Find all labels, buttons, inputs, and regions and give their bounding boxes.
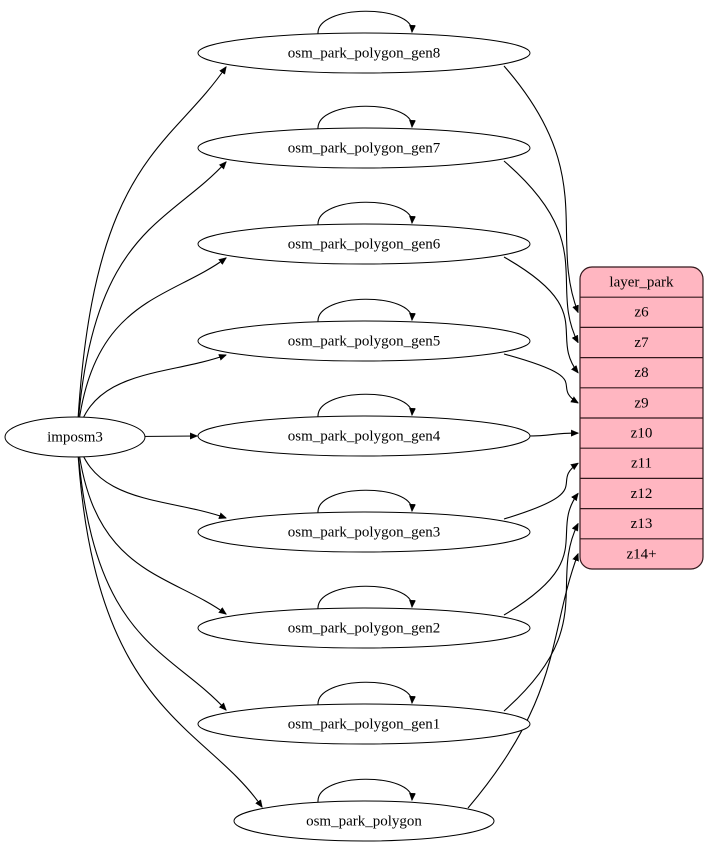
table-row-z10[interactable]: z10 xyxy=(631,426,653,442)
edge-imposm3-to-base xyxy=(76,436,262,807)
node-gen6-label: osm_park_polygon_gen6 xyxy=(288,236,441,252)
edge-gen1-to-z13 xyxy=(503,524,578,712)
node-gen8-shape[interactable] xyxy=(197,32,531,74)
edge-imposm3-to-gen5 xyxy=(76,355,226,438)
self-loop-gen1 xyxy=(317,681,412,706)
self-loop-base xyxy=(317,778,412,803)
self-loop-gen3 xyxy=(317,489,412,514)
node-gen7-label: osm_park_polygon_gen7 xyxy=(288,140,441,156)
edge-imposm3-to-gen6 xyxy=(76,258,226,438)
edge-gen2-to-z12 xyxy=(503,494,578,616)
node-gen3-shape[interactable] xyxy=(197,511,531,553)
self-loop-edges xyxy=(317,10,412,803)
layer-park-table: layer_park z6 z7 z8 z9 z10 z11 z12 z13 z14+ xyxy=(579,266,704,570)
table-header-label: layer_park xyxy=(609,275,674,291)
edge-gen3-to-z11 xyxy=(503,463,578,520)
node-gen7-shape[interactable] xyxy=(197,127,531,169)
edge-imposm3-to-gen1 xyxy=(76,436,226,710)
self-loop-gen5 xyxy=(317,298,412,323)
node-gen5-label: osm_park_polygon_gen5 xyxy=(288,333,440,349)
edge-base-to-z14+ xyxy=(467,554,578,809)
self-loop-gen8 xyxy=(317,10,412,35)
node-gen1-label: osm_park_polygon_gen1 xyxy=(288,716,440,732)
table-row-z7[interactable]: z7 xyxy=(634,335,649,351)
node-base-shape[interactable] xyxy=(233,800,495,842)
table-row-z12[interactable]: z12 xyxy=(631,486,653,502)
table-row-z11[interactable]: z11 xyxy=(631,456,652,472)
edge-gen4-to-z10 xyxy=(525,433,578,436)
node-imposm3-shape[interactable] xyxy=(4,416,146,458)
edge-imposm3-to-gen7 xyxy=(76,162,226,438)
table-row-z13[interactable]: z13 xyxy=(631,516,653,532)
node-gen2-shape[interactable] xyxy=(197,607,531,649)
edge-imposm3-to-gen2 xyxy=(76,436,226,614)
source-node-group: imposm3 xyxy=(4,416,146,458)
edges-to-layer-park xyxy=(467,65,578,809)
node-base-label: osm_park_polygon xyxy=(306,813,422,829)
edge-gen6-to-z8 xyxy=(503,256,578,373)
table-row-z6[interactable]: z6 xyxy=(634,305,649,321)
self-loop-gen6 xyxy=(317,201,412,226)
node-gen1-shape[interactable] xyxy=(197,703,531,745)
table-row-z14+[interactable]: z14+ xyxy=(626,546,656,562)
table-row-z9[interactable]: z9 xyxy=(634,395,648,411)
self-loop-gen4 xyxy=(317,393,412,418)
node-gen5-shape[interactable] xyxy=(197,320,531,362)
node-gen2-label: osm_park_polygon_gen2 xyxy=(288,620,440,636)
edge-gen8-to-z6 xyxy=(503,65,578,312)
edge-gen5-to-z9 xyxy=(503,353,578,403)
node-gen8-label: osm_park_polygon_gen8 xyxy=(288,45,440,61)
node-gen6-shape[interactable] xyxy=(197,223,531,265)
node-gen4-label: osm_park_polygon_gen4 xyxy=(288,428,441,444)
polygon-nodes: osm_park_polygon_gen8 osm_park_polygon_ge… xyxy=(197,32,531,842)
node-gen3-label: osm_park_polygon_gen3 xyxy=(288,524,440,540)
self-loop-gen2 xyxy=(317,585,412,610)
edge-gen7-to-z7 xyxy=(503,160,578,343)
edge-imposm3-to-gen3 xyxy=(76,436,226,518)
node-gen4-shape[interactable] xyxy=(197,415,531,457)
self-loop-gen7 xyxy=(317,105,412,130)
edge-imposm3-to-gen8 xyxy=(76,67,226,438)
node-imposm3-label: imposm3 xyxy=(47,429,103,445)
table-row-z8[interactable]: z8 xyxy=(634,365,648,381)
